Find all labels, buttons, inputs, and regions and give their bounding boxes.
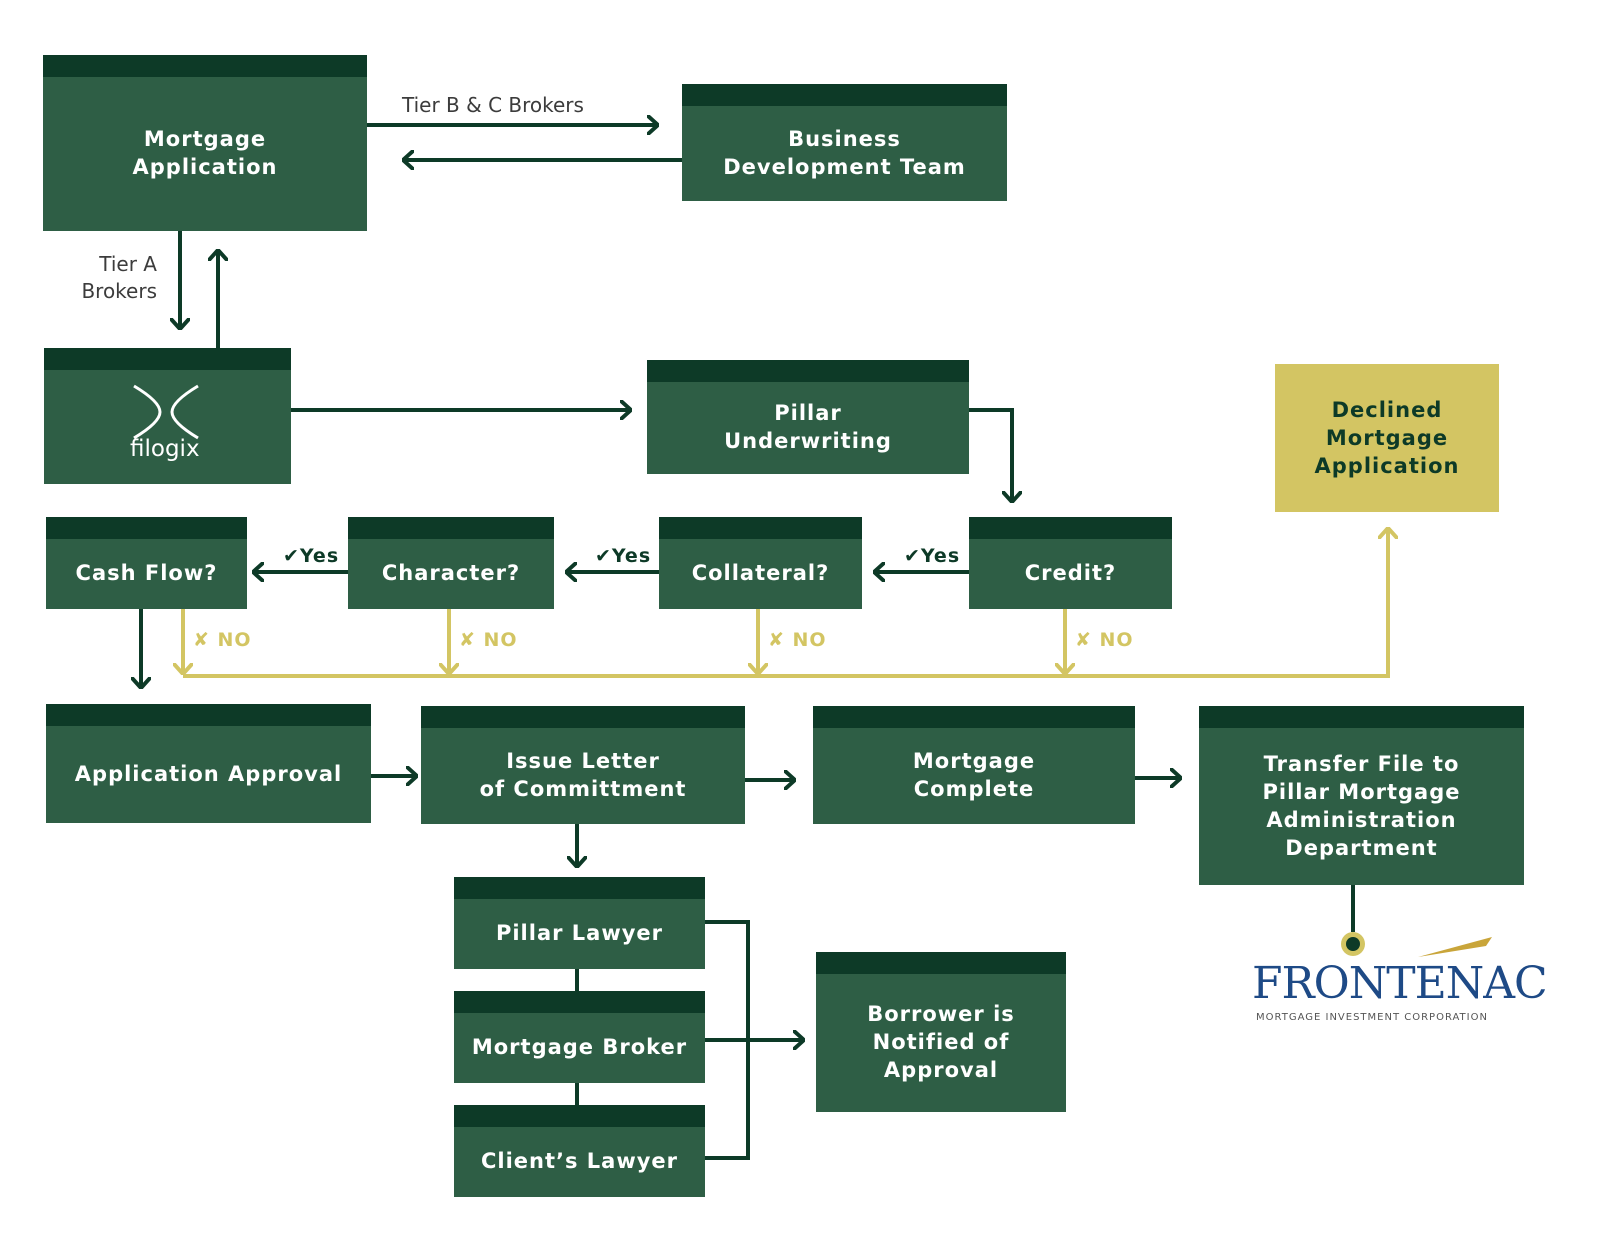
edge-label-credit-no: ✘ NO: [1075, 629, 1134, 651]
node-transfer-file: Transfer File to Pillar Mortgage Adminis…: [1199, 706, 1524, 885]
node-character: Character?: [348, 517, 554, 609]
node-label: Collateral?: [691, 561, 830, 585]
node-cash-flow: Cash Flow?: [46, 517, 247, 609]
node-collateral: Collateral?: [659, 517, 862, 609]
frontenac-logo-wordmark: FRONTENAC: [1252, 958, 1548, 1009]
node-issue-letter: Issue Letter of Committment: [421, 706, 745, 824]
node-label: Pillar Lawyer: [495, 921, 664, 945]
node-label: Character?: [381, 561, 521, 585]
frontenac-logo-tagline: MORTGAGE INVESTMENT CORPORATION: [1256, 1012, 1488, 1023]
node-label: Credit?: [1024, 561, 1117, 585]
node-label: Cash Flow?: [75, 561, 218, 585]
node-pillar-lawyer: Pillar Lawyer: [454, 877, 705, 969]
edge-underwriting-to-credit: [969, 408, 1012, 502]
node-label: Application Approval: [74, 761, 343, 786]
edge-label-character-no: ✘ NO: [459, 629, 518, 651]
node-borrower-notified: Borrower is Notified of Approval: [816, 952, 1066, 1112]
frontenac-swoosh-icon: [1418, 937, 1492, 957]
node-label: Pillar Underwriting: [724, 401, 892, 453]
node-label: Business Development Team: [723, 126, 966, 179]
edge-declined-bus: [183, 528, 1388, 678]
edge-label-tier-bc: Tier B & C Brokers: [402, 93, 584, 117]
node-pillar-underwriting: Pillar Underwriting: [647, 360, 969, 474]
node-application-approval: Application Approval: [46, 704, 371, 823]
node-mortgage-broker: Mortgage Broker: [454, 991, 705, 1083]
node-filogix: filogix: [44, 348, 291, 484]
node-declined-application: Declined Mortgage Application: [1275, 364, 1499, 512]
node-label: Borrower is Notified of Approval: [867, 1002, 1015, 1082]
node-mortgage-complete: Mortgage Complete: [813, 706, 1135, 824]
filogix-mark-icon: [133, 384, 199, 440]
edge-label-collateral-no: ✘ NO: [768, 629, 827, 651]
node-clients-lawyer: Client’s Lawyer: [454, 1105, 705, 1197]
node-label: Client’s Lawyer: [480, 1149, 679, 1173]
node-business-development-team: Business Development Team: [682, 84, 1007, 201]
edge-label-cashflow-yes: ✔Yes: [283, 545, 340, 567]
node-label: Mortgage Application: [132, 127, 278, 179]
node-mortgage-application: Mortgage Application: [43, 55, 367, 231]
edge-label-cashflow-no: ✘ NO: [193, 629, 252, 651]
node-label: Mortgage Broker: [471, 1035, 688, 1059]
edge-label-character-yes: ✔Yes: [595, 545, 652, 567]
node-label: Mortgage Complete: [912, 749, 1036, 801]
node-label: Issue Letter of Committment: [479, 749, 687, 801]
edge-label-tier-a: Tier A Brokers: [81, 252, 157, 303]
node-label: Transfer File to Pillar Mortgage Adminis…: [1262, 751, 1461, 860]
node-credit: Credit?: [969, 517, 1172, 609]
node-label: Declined Mortgage Application: [1314, 398, 1460, 478]
logo-connector-dot-inner: [1346, 937, 1360, 951]
filogix-logo-text: filogix: [130, 436, 200, 462]
edge-label-collateral-yes: ✔Yes: [904, 545, 961, 567]
